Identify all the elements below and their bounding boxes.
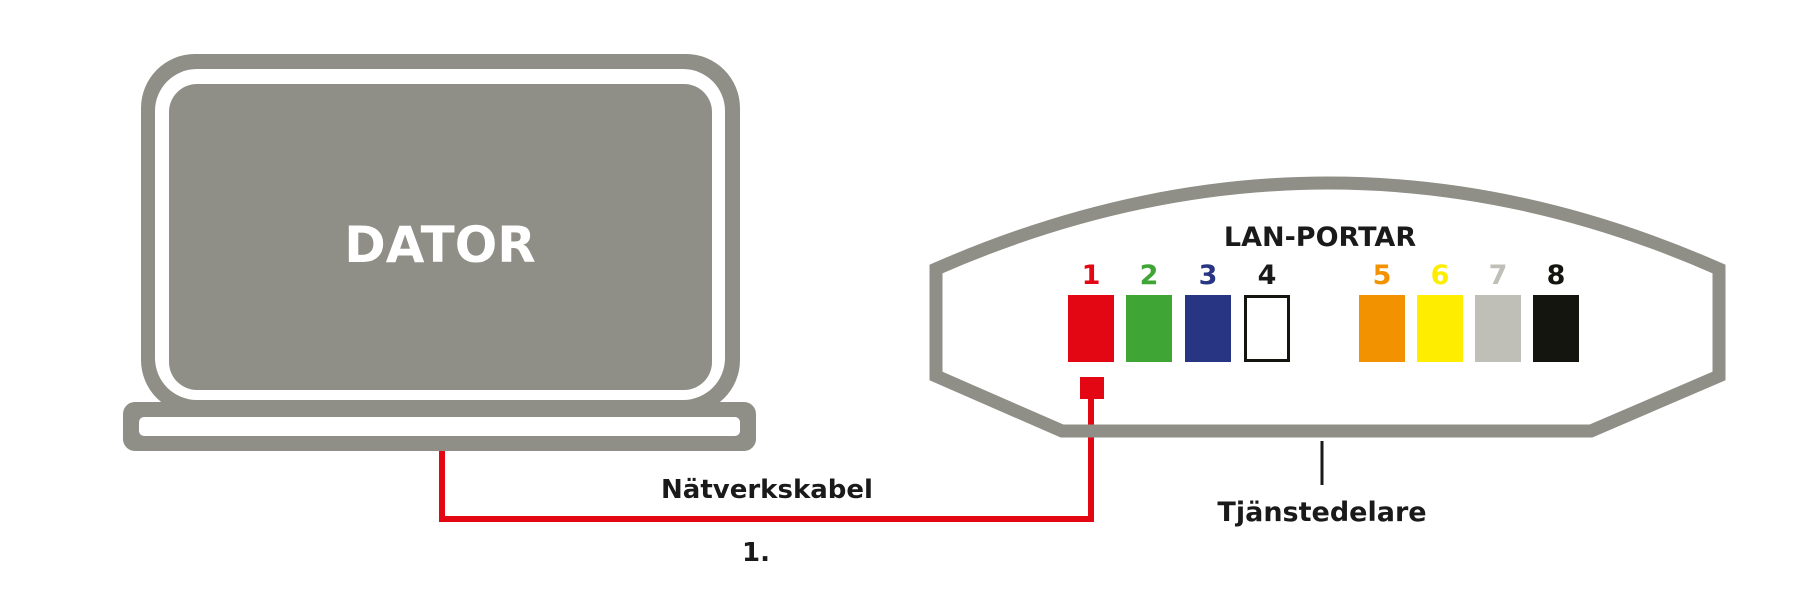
port-number-5: 5 — [1373, 260, 1392, 291]
lan-port-2 — [1126, 295, 1172, 362]
port-number-6: 6 — [1431, 260, 1450, 291]
cable-label: Nätverkskabel — [661, 475, 873, 505]
computer-label: DATOR — [344, 216, 535, 274]
router-outline — [929, 176, 1726, 438]
lan-port-3 — [1185, 295, 1231, 362]
lan-port-1 — [1068, 295, 1114, 362]
network-cable: Nätverkskabel 1. — [439, 377, 1104, 568]
port-number-8: 8 — [1547, 260, 1566, 291]
computer: DATOR — [123, 54, 756, 451]
lan-port-5 — [1359, 295, 1405, 362]
port-number-3: 3 — [1199, 260, 1218, 291]
cable-line — [439, 397, 1094, 522]
lan-port-8 — [1533, 295, 1579, 362]
lan-ports: 1 2 3 4 5 6 7 8 — [1068, 260, 1579, 362]
laptop-base-gap — [139, 417, 740, 436]
router-caption: Tjänstedelare — [1217, 497, 1426, 528]
lan-port-6 — [1417, 295, 1463, 362]
cable-plug — [1080, 377, 1104, 399]
lan-port-4 — [1244, 295, 1290, 362]
port-number-4: 4 — [1258, 260, 1277, 291]
ports-title: LAN-PORTAR — [1224, 222, 1416, 253]
step-number: 1. — [742, 538, 770, 568]
port-number-7: 7 — [1489, 260, 1508, 291]
router: LAN-PORTAR 1 2 3 4 5 6 7 8 Tjänstedelare — [929, 176, 1726, 528]
port-number-1: 1 — [1082, 260, 1101, 291]
lan-port-7 — [1475, 295, 1521, 362]
port-number-2: 2 — [1140, 260, 1159, 291]
laptop-screen — [169, 84, 712, 390]
